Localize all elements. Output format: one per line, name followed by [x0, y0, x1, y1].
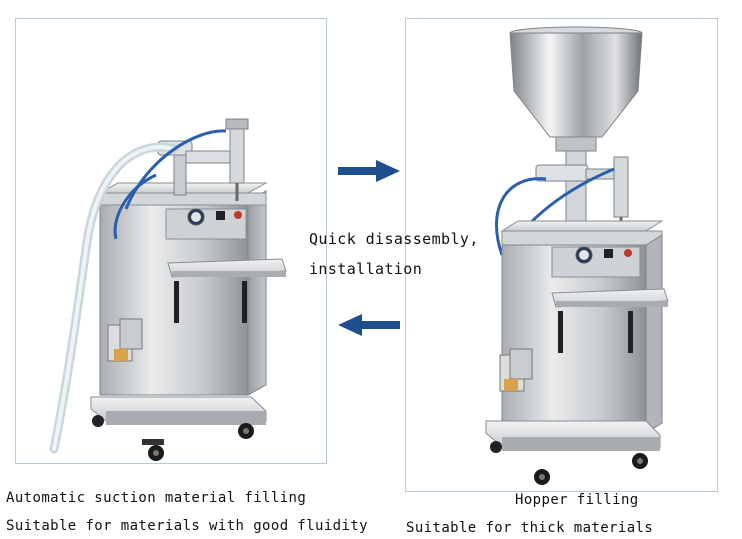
arrow-right-icon — [338, 160, 400, 182]
hopper-filling-machine-illustration — [485, 26, 669, 485]
photo-hopper-filling-machine — [405, 18, 718, 492]
caption-right-desc: Suitable for thick materials — [406, 520, 654, 536]
photo-suction-filling-machine — [15, 18, 327, 464]
suction-filling-machine-illustration — [49, 118, 287, 461]
caption-left-title: Automatic suction material filling — [6, 490, 307, 506]
middle-text-line-1: Quick disassembly, — [309, 230, 479, 248]
caption-right-title: Hopper filling — [515, 492, 639, 508]
caption-left-desc: Suitable for materials with good fluidit… — [6, 518, 368, 534]
middle-text-line-2: installation — [309, 260, 423, 278]
arrow-left-icon — [338, 314, 400, 336]
